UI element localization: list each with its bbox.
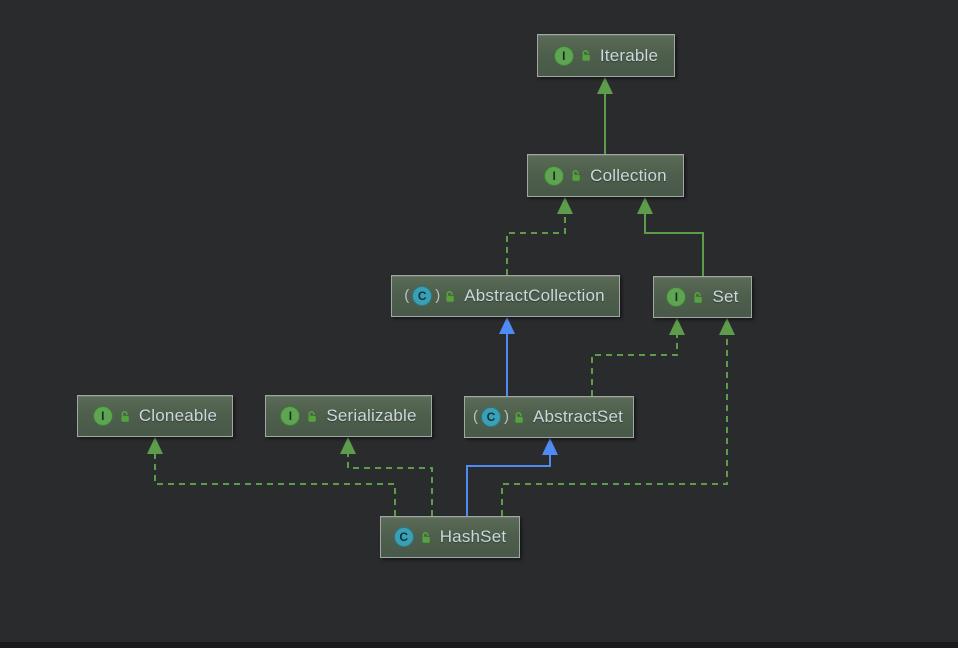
- edge-line: [466, 453, 551, 516]
- edge-abstract-collection-to-collection: [506, 197, 573, 275]
- edge-abstract-set-to-abstract-collection: [499, 317, 515, 396]
- class-node-abstract-collection[interactable]: (C) AbstractCollection: [391, 275, 620, 317]
- abstract-paren-left: (: [472, 408, 478, 425]
- abstract-paren-right: ): [435, 287, 441, 304]
- arrowhead-icon: [597, 77, 613, 94]
- public-lock-icon: [419, 531, 432, 544]
- public-lock-icon: [691, 291, 704, 304]
- node-label: AbstractSet: [532, 407, 624, 426]
- arrowhead-icon: [340, 437, 356, 454]
- node-label: Cloneable: [138, 406, 218, 425]
- bottom-strip: [0, 642, 958, 648]
- class-node-serializable[interactable]: I Serializable: [265, 395, 432, 437]
- node-icons: (C): [404, 286, 458, 306]
- edge-hash-set-to-set: [501, 318, 735, 516]
- abstract-paren-right: ): [503, 408, 509, 425]
- arrowhead-icon: [719, 318, 735, 335]
- class-node-cloneable[interactable]: I Cloneable: [77, 395, 233, 437]
- edge-line: [347, 452, 433, 516]
- node-label: Serializable: [326, 406, 417, 425]
- abstract-paren-left: (: [404, 287, 410, 304]
- arrowhead-icon: [637, 197, 653, 214]
- abstract-class-icon: C: [412, 286, 433, 306]
- node-label: Set: [712, 287, 739, 306]
- arrowhead-icon: [557, 197, 573, 214]
- node-icons: C: [393, 527, 434, 547]
- public-lock-icon: [118, 410, 131, 423]
- interface-icon: I: [544, 165, 565, 186]
- edge-hash-set-to-cloneable: [147, 437, 396, 516]
- node-label: Collection: [590, 165, 667, 185]
- interface-icon: I: [666, 287, 687, 307]
- node-label: AbstractCollection: [464, 286, 605, 305]
- public-lock-icon: [443, 290, 456, 303]
- class-node-set[interactable]: I Set: [653, 276, 752, 318]
- public-lock-icon: [305, 410, 318, 423]
- interface-icon: I: [553, 45, 574, 66]
- arrowhead-icon: [669, 318, 685, 335]
- edge-abstract-set-to-set: [591, 318, 685, 396]
- edge-collection-to-iterable: [597, 77, 613, 154]
- class-node-abstract-set[interactable]: (C) AbstractSet: [464, 396, 634, 438]
- edge-line: [644, 212, 704, 276]
- edge-line: [591, 333, 678, 396]
- node-icons: I: [553, 45, 594, 66]
- node-icons: (C): [472, 407, 527, 427]
- edge-hash-set-to-serializable: [340, 437, 433, 516]
- interface-icon: I: [280, 406, 301, 426]
- class-node-iterable[interactable]: I Iterable: [537, 34, 675, 77]
- node-icons: I: [666, 287, 706, 307]
- edge-line: [501, 333, 728, 516]
- public-lock-icon: [569, 169, 582, 182]
- edge-hash-set-to-abstract-set: [466, 438, 558, 516]
- class-icon: C: [393, 527, 414, 547]
- node-icons: I: [280, 406, 320, 426]
- node-icons: I: [92, 406, 133, 426]
- public-lock-icon: [512, 411, 525, 424]
- arrowhead-icon: [542, 438, 558, 455]
- public-lock-icon: [579, 49, 592, 62]
- edge-line: [154, 452, 396, 516]
- class-node-collection[interactable]: I Collection: [527, 154, 684, 197]
- abstract-class-icon: C: [480, 407, 501, 427]
- arrowhead-icon: [147, 437, 163, 454]
- edge-set-to-collection: [637, 197, 704, 276]
- interface-icon: I: [92, 406, 113, 426]
- edge-line: [506, 212, 566, 275]
- class-node-hash-set[interactable]: C HashSet: [380, 516, 520, 558]
- node-icons: I: [544, 165, 584, 186]
- node-label: Iterable: [599, 45, 659, 65]
- node-label: HashSet: [439, 527, 507, 546]
- arrowhead-icon: [499, 317, 515, 334]
